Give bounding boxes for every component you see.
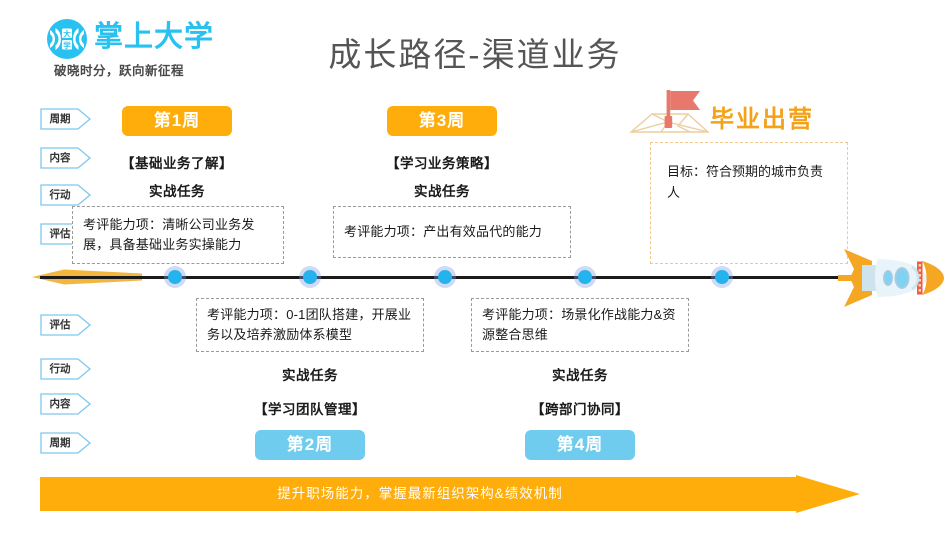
- action-text-2: 实战任务: [282, 368, 338, 383]
- row-label-action-bottom: 行动: [40, 358, 92, 380]
- assessment-box-1: 考评能力项：清晰公司业务发展，具备基础业务实操能力: [72, 206, 284, 264]
- action-text-3: 实战任务: [414, 184, 470, 199]
- assessment-box-2: 考评能力项：0-1团队搭建，开展业务以及培养激励体系模型: [196, 298, 424, 352]
- assessment-text-1: 考评能力项：清晰公司业务发展，具备基础业务实操能力: [83, 217, 255, 252]
- chevron-shape-icon: [40, 314, 92, 336]
- week-pill-3[interactable]: 第3周: [387, 106, 497, 136]
- week-pill-4[interactable]: 第4周: [525, 430, 635, 460]
- timeline-dot-5[interactable]: [711, 266, 733, 288]
- content-text-1: 【基础业务了解】: [121, 156, 233, 171]
- bottom-banner-arrow: [40, 475, 860, 513]
- row-label-text: 周期: [49, 437, 71, 449]
- timeline-dot-1[interactable]: [164, 266, 186, 288]
- chevron-shape-icon: [40, 147, 92, 169]
- brand-tagline: 破晓时分，跃向新征程: [54, 64, 185, 78]
- chevron-shape-icon: [40, 358, 92, 380]
- row-label-assessment-bottom: 评估: [40, 314, 92, 336]
- week-pill-2[interactable]: 第2周: [255, 430, 365, 460]
- timeline-dot-4[interactable]: [574, 266, 596, 288]
- row-label-cycle-top: 周期: [40, 108, 92, 130]
- row-label-content-bottom: 内容: [40, 393, 92, 415]
- content-text-4: 【跨部门协同】: [531, 402, 629, 417]
- emblem-bottom-char: 学: [63, 40, 71, 50]
- row-label-text: 内容: [49, 398, 71, 410]
- row-label-text: 行动: [49, 189, 71, 201]
- graduation-goal-text: 目标：符合预期的城市负责人: [667, 164, 824, 200]
- row-label-text: 评估: [49, 228, 71, 240]
- page-title: 成长路径-渠道业务: [328, 35, 622, 74]
- timeline-dot-2[interactable]: [299, 266, 321, 288]
- graduation-goal-box: 目标：符合预期的城市负责人: [650, 142, 848, 264]
- action-text-1: 实战任务: [149, 184, 205, 199]
- timeline-axis: [40, 276, 910, 279]
- university-emblem-icon: 大 学: [47, 19, 87, 59]
- week-pill-1[interactable]: 第1周: [122, 106, 232, 136]
- row-label-text: 周期: [49, 113, 71, 125]
- assessment-box-4: 考评能力项：场景化作战能力&资源整合思维: [471, 298, 689, 352]
- content-text-2: 【学习团队管理】: [254, 402, 366, 417]
- row-label-content-top: 内容: [40, 147, 92, 169]
- rocket-icon: [838, 249, 944, 307]
- row-label-text: 评估: [49, 319, 71, 331]
- chevron-shape-icon: [40, 184, 92, 206]
- assessment-text-2: 考评能力项：0-1团队搭建，开展业务以及培养激励体系模型: [207, 307, 412, 342]
- row-label-text: 内容: [49, 152, 71, 164]
- assessment-box-3: 考评能力项：产出有效品代的能力: [333, 206, 571, 258]
- action-text-4: 实战任务: [552, 368, 608, 383]
- row-label-cycle-bottom: 周期: [40, 432, 92, 454]
- chevron-shape-icon: [40, 108, 92, 130]
- chevron-shape-icon: [40, 393, 92, 415]
- assessment-text-4: 考评能力项：场景化作战能力&资源整合思维: [482, 307, 676, 342]
- row-label-text: 行动: [49, 363, 71, 375]
- graduation-title: 毕业出营: [710, 106, 814, 133]
- row-label-action-top: 行动: [40, 184, 92, 206]
- assessment-text-3: 考评能力项：产出有效品代的能力: [344, 224, 543, 239]
- emblem-top-char: 大: [63, 28, 71, 38]
- chevron-shape-icon: [40, 432, 92, 454]
- content-text-3: 【学习业务策略】: [386, 156, 498, 171]
- brand-wordmark: 掌上大学: [94, 21, 215, 53]
- brand-logo: 大 学 掌上大学 破晓时分，跃向新征程: [42, 16, 242, 78]
- bottom-banner-text: 提升职场能力，掌握最新组织架构&绩效机制: [277, 486, 563, 501]
- flag-map-icon: [629, 90, 710, 133]
- timeline-dot-3[interactable]: [434, 266, 456, 288]
